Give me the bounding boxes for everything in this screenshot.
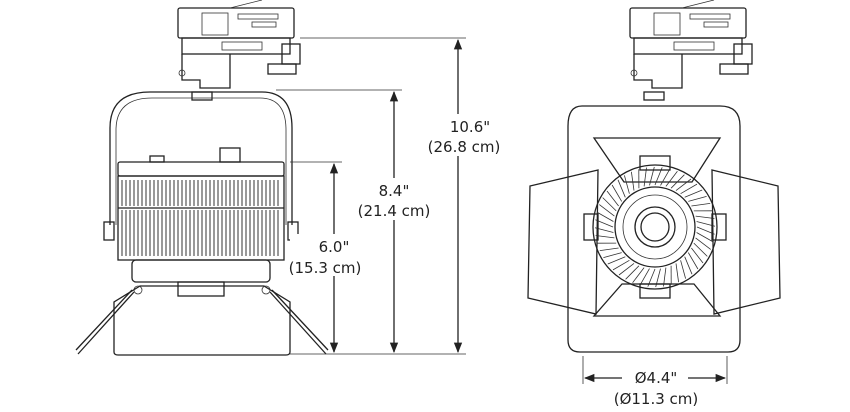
body-height-imperial: 8.4" <box>379 182 410 200</box>
overall-height-dimension: 10.6" (26.8 cm) <box>290 37 510 355</box>
overall-height-metric: (26.8 cm) <box>428 138 501 156</box>
body-height-dimension: 8.4" (21.4 cm) <box>276 89 436 354</box>
lens-diameter-imperial: Ø4.4" <box>635 369 678 387</box>
side-barndoor-body <box>113 285 291 356</box>
body-height-metric: (21.4 cm) <box>358 202 431 220</box>
side-heatsink <box>103 175 299 261</box>
front-view <box>527 0 781 353</box>
front-track-adapter <box>629 0 753 101</box>
lens-diameter-metric: (Ø11.3 cm) <box>614 390 699 408</box>
lens-height-dimension: 6.0" (15.3 cm) <box>289 161 378 354</box>
side-lower-ring <box>131 259 271 283</box>
side-yoke <box>109 91 293 225</box>
front-barndoor-top <box>592 137 722 183</box>
lens-height-imperial: 6.0" <box>319 238 350 256</box>
front-lens <box>583 155 727 299</box>
side-upper-ring <box>117 161 285 177</box>
overall-height-imperial: 10.6" <box>450 118 490 136</box>
front-housing <box>567 105 741 353</box>
side-track-adapter <box>177 0 301 101</box>
front-barndoor-right <box>711 169 781 315</box>
front-barndoor-left <box>527 169 599 315</box>
lens-height-metric: (15.3 cm) <box>289 259 362 277</box>
side-view <box>75 0 329 356</box>
lens-diameter-dimension: Ø4.4" (Ø11.3 cm) <box>582 356 728 408</box>
